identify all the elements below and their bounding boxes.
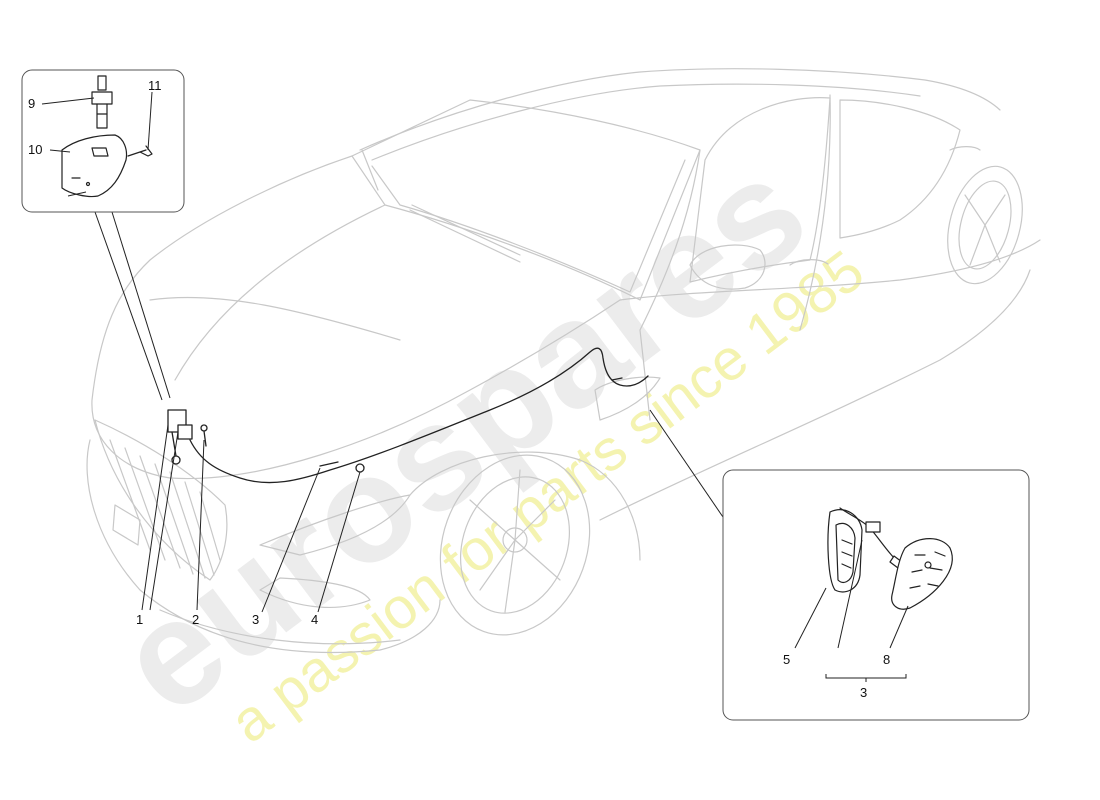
- callout-9: 9: [28, 96, 35, 111]
- grille-surround: [94, 419, 228, 581]
- parts: [167, 347, 649, 484]
- front-plate: [112, 504, 141, 546]
- bonnet-sensor: [91, 75, 113, 129]
- latch-bolt: [200, 424, 208, 447]
- door-handle-rear: [949, 146, 981, 151]
- detail-box-bonnet-sensor: 9 10 11: [21, 69, 185, 213]
- callout-2: 2: [192, 612, 199, 627]
- hood-crease: [149, 296, 401, 341]
- hood-outline: [91, 155, 621, 480]
- callout-3: 3: [252, 612, 259, 627]
- grommet: [355, 463, 365, 473]
- handle-housing: [891, 538, 953, 610]
- sensor-bracket: [61, 134, 128, 198]
- roof-line: [359, 68, 1001, 151]
- grille-bars: [109, 439, 221, 579]
- main-callouts: 1 2 3 4: [136, 612, 318, 627]
- bracket-screw: [127, 145, 153, 157]
- callout-1: 1: [136, 612, 143, 627]
- roof-inner-line: [371, 83, 921, 161]
- wiper-left: [361, 149, 379, 191]
- callout-3-group: 3: [860, 685, 867, 700]
- rear-window: [839, 99, 961, 239]
- door-handle-front: [789, 259, 829, 266]
- callout-4: 4: [311, 612, 318, 627]
- windscreen: [351, 99, 701, 301]
- hood-latch: [167, 409, 193, 465]
- wiper-right-2: [411, 204, 521, 256]
- cable-clip: [319, 461, 339, 467]
- car-outline: [86, 68, 1041, 654]
- sill-line: [599, 269, 1031, 521]
- front-wheel: [439, 454, 591, 636]
- hood-center: [174, 204, 386, 381]
- release-handle: [827, 509, 863, 593]
- leader-lines: [94, 211, 726, 613]
- door-line: [639, 149, 701, 421]
- cable-end: [611, 377, 623, 381]
- front-fender: [409, 451, 641, 561]
- door-line-2: [799, 94, 831, 331]
- door-window: [689, 97, 831, 283]
- side-mirror: [689, 244, 766, 290]
- fender-vent: [594, 376, 661, 421]
- windscreen-inner: [371, 159, 686, 293]
- side-line: [619, 239, 1041, 301]
- callout-10: 10: [28, 142, 42, 157]
- callout-11: 11: [148, 78, 162, 93]
- callout-5: 5: [783, 652, 790, 667]
- callout-8: 8: [883, 652, 890, 667]
- wiper-right: [409, 209, 521, 263]
- lower-intake: [259, 577, 371, 608]
- detail-box-release-handle: 5 8 3: [722, 469, 1030, 721]
- bumper-lower: [159, 609, 401, 645]
- rear-wheel: [947, 165, 1023, 285]
- front-bumper: [86, 439, 441, 654]
